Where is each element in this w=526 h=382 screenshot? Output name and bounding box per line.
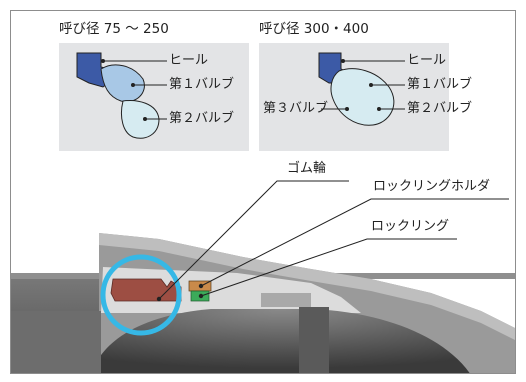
bulb-cluster-shape [330, 68, 395, 126]
pipe-joint-diagram [11, 180, 515, 373]
holder-leader-dot [198, 283, 204, 289]
heel-leader-dot-large [341, 59, 345, 63]
inset-large-title: 呼び径 300・400 [259, 21, 369, 37]
inset-small-diameter: ヒール 第１バルブ 第２バルブ [59, 43, 249, 151]
lock-ring-leader-dot [198, 293, 204, 299]
heel-leader-dot [101, 59, 105, 63]
diagram-frame: ヒール 第１バルブ 第２バルブ 呼び径 75 ～ 250 ヒール 第１バルブ 第… [10, 10, 516, 374]
gasket-leader [158, 180, 349, 300]
gasket-profile-small [76, 52, 167, 139]
inset-small-heel-label: ヒール [169, 53, 209, 68]
rubber-gasket [110, 278, 182, 302]
inset-large-bulb3-label: 第３バルブ [263, 101, 329, 116]
inset-small-title: 呼び径 75 ～ 250 [59, 21, 169, 37]
lock-ring-leader [200, 238, 457, 297]
bulb1-shape [100, 64, 145, 103]
bulb2-leader-dot [143, 117, 147, 121]
bulb1-leader-dot [131, 83, 135, 87]
pipe-bore [91, 309, 470, 373]
gasket-leader-dot [156, 296, 162, 302]
inset-large-heel-label: ヒール [407, 53, 447, 68]
bulb3-leader-dot-large [345, 107, 349, 111]
spigot-lower [11, 311, 101, 373]
inset-small-bulb2-label: 第２バルブ [169, 111, 235, 126]
bulb2-leader-dot-large [377, 107, 381, 111]
inset-large-diameter: ヒール 第１バルブ 第２バルブ 第３バルブ [259, 43, 472, 151]
socket-ridge [299, 307, 329, 373]
gasket-highlight-circle [100, 254, 182, 336]
inset-large-bulb2-label: 第２バルブ [407, 101, 473, 116]
spigot-end [261, 293, 311, 307]
inset-small-bulb1-label: 第１バルブ [169, 77, 235, 92]
holder-leader [200, 198, 509, 287]
gasket-label: ゴム輪 [287, 161, 327, 176]
inset-large-bulb1-label: 第１バルブ [407, 77, 473, 92]
socket-edge [99, 233, 515, 340]
lock-ring-label: ロックリング [371, 219, 450, 234]
lock-ring-holder-label: ロックリングホルダ [373, 179, 491, 194]
gasket-profile-large [318, 52, 405, 126]
bulb2-shape [120, 100, 160, 139]
bulb1-leader-dot-large [369, 83, 373, 87]
